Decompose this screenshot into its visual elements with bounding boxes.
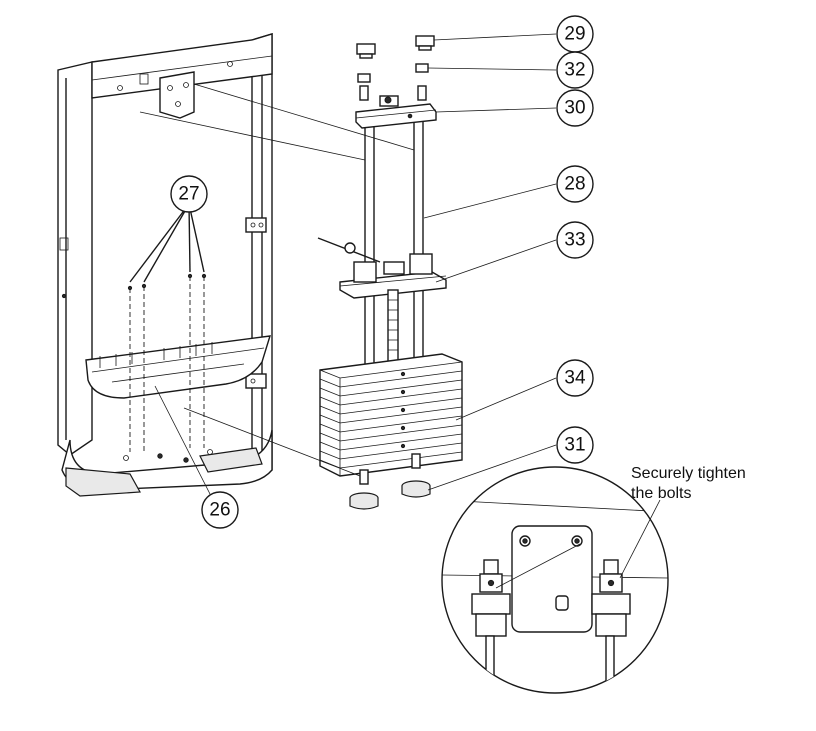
svg-text:32: 32 <box>564 60 585 81</box>
svg-text:26: 26 <box>209 500 230 521</box>
rod-caps <box>356 35 435 101</box>
callout-30: 30 <box>556 89 594 127</box>
weight-stack <box>183 353 463 485</box>
tray-bolts <box>127 273 207 452</box>
top-bracket <box>159 71 195 119</box>
callout-33: 33 <box>556 221 594 259</box>
callout-31: 31 <box>556 426 594 464</box>
detail-view <box>441 466 669 694</box>
left-foot <box>65 467 141 497</box>
svg-text:34: 34 <box>564 368 586 389</box>
callout-26: 26 <box>201 491 239 529</box>
callout-32: 32 <box>556 51 594 89</box>
main-frame <box>57 33 273 497</box>
callout-34: 34 <box>556 359 594 397</box>
leader-lines <box>129 33 557 495</box>
storage-tray <box>85 335 271 399</box>
callout-28: 28 <box>556 165 594 203</box>
detail-note-line2: the bolts <box>631 485 691 502</box>
right-foot <box>199 447 263 473</box>
callout-29: 29 <box>556 15 594 53</box>
detail-note-line1: Securely tighten <box>631 465 746 482</box>
rubber-bumpers <box>349 480 431 510</box>
top-plate <box>355 95 437 129</box>
svg-text:30: 30 <box>564 98 585 119</box>
svg-text:29: 29 <box>564 24 585 45</box>
svg-text:33: 33 <box>564 230 585 251</box>
svg-text:31: 31 <box>564 435 585 456</box>
callout-27: 27 <box>170 175 208 213</box>
selector-bar <box>317 237 447 365</box>
svg-text:27: 27 <box>178 184 199 205</box>
svg-text:28: 28 <box>564 174 585 195</box>
